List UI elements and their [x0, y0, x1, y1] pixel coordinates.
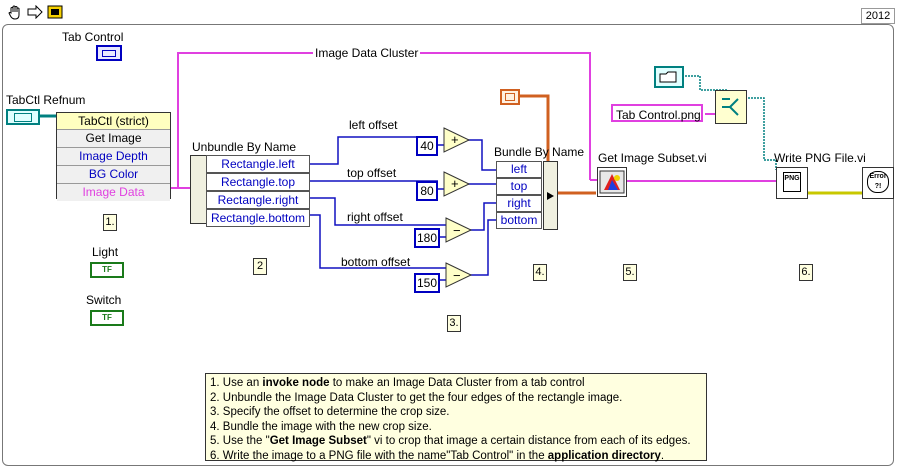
- invoke-row-get-image[interactable]: Get Image: [57, 129, 170, 147]
- invoke-row-bg-color[interactable]: BG Color: [57, 165, 170, 183]
- tabctl-refnum-terminal[interactable]: [6, 109, 40, 125]
- note-line-5: 5. Use the "Get Image Subset" vi to crop…: [210, 434, 702, 449]
- unbundle-row-left[interactable]: Rectangle.left: [206, 155, 310, 173]
- bundle-row-top[interactable]: top: [496, 178, 542, 195]
- invoke-row-image-depth[interactable]: Image Depth: [57, 147, 170, 165]
- left-offset-constant[interactable]: 40: [416, 136, 438, 156]
- bottom-offset-label: bottom offset: [341, 255, 411, 269]
- unbundle-by-name-node[interactable]: Rectangle.left Rectangle.top Rectangle.r…: [206, 155, 310, 227]
- bundle-row-bottom[interactable]: bottom: [496, 212, 542, 229]
- bundle-by-name-node[interactable]: left top right bottom: [496, 161, 542, 229]
- error-icon: Error ?!: [867, 171, 889, 193]
- top-offset-label: top offset: [347, 166, 397, 180]
- app-directory-node[interactable]: [654, 66, 684, 88]
- step-label-3: 3.: [447, 315, 461, 332]
- instructions-note: 1. Use an invoke node to make an Image D…: [205, 373, 707, 464]
- bundle-arrow-icon: [547, 192, 554, 200]
- note-line-4: 4. Bundle the image with the new crop si…: [210, 420, 432, 433]
- right-offset-label: right offset: [347, 210, 403, 224]
- bundle-label: Bundle By Name: [494, 145, 585, 159]
- version-badge: 2012: [861, 8, 895, 24]
- add-left-symbol: +: [451, 132, 459, 147]
- light-terminal[interactable]: TF: [90, 262, 124, 278]
- toolbar: 2012: [0, 0, 897, 24]
- step-label-2: 2: [253, 258, 267, 275]
- note-5-bold: Get Image Subset: [269, 435, 367, 447]
- note-1-b: to make an Image Data Cluster from a tab…: [329, 377, 585, 389]
- hand-icon[interactable]: [6, 3, 24, 21]
- note-5-a: 5. Use the ": [210, 435, 270, 447]
- subtract-right-node[interactable]: −: [445, 216, 473, 244]
- note-line-6: 6. Write the image to a PNG file with th…: [210, 449, 702, 464]
- build-path-icon: [722, 98, 739, 116]
- unbundle-row-right[interactable]: Rectangle.right: [206, 191, 310, 209]
- image-subset-icon: [599, 170, 625, 194]
- note-line-2: 2. Unbundle the Image Data Cluster to ge…: [210, 391, 623, 404]
- note-6-a: 6. Write the image to a PNG file with th…: [210, 449, 548, 462]
- invoke-node[interactable]: TabCtl (strict) Get Image Image Depth BG…: [56, 112, 171, 201]
- add-left-node[interactable]: +: [443, 126, 471, 154]
- tab-icon: [102, 50, 116, 57]
- note-1-a: 1. Use an: [210, 377, 263, 389]
- subtract-bottom-node[interactable]: −: [445, 261, 473, 289]
- cluster-icon: [505, 93, 515, 101]
- bundle-row-left[interactable]: left: [496, 161, 542, 178]
- add-top-node[interactable]: +: [443, 170, 471, 198]
- top-offset-constant[interactable]: 80: [416, 181, 438, 201]
- bottom-offset-constant[interactable]: 150: [414, 273, 440, 293]
- arrow-icon[interactable]: [26, 3, 44, 21]
- png-file-icon: PNG: [783, 172, 801, 192]
- tab-control-label: Tab Control: [62, 30, 124, 44]
- get-image-subset-label: Get Image Subset.vi: [598, 151, 707, 165]
- block-diagram-frame: [2, 24, 894, 466]
- invoke-row-image-data[interactable]: Image Data: [57, 183, 170, 201]
- add-top-symbol: +: [451, 176, 459, 191]
- switch-label: Switch: [86, 293, 122, 307]
- write-png-file-node[interactable]: PNG: [776, 167, 808, 199]
- bundle-row-right[interactable]: right: [496, 195, 542, 212]
- note-5-b: " vi to crop that image a certain distan…: [366, 435, 691, 447]
- simple-error-handler-node[interactable]: Error ?!: [862, 167, 894, 199]
- bundle-output-terminal[interactable]: [543, 161, 558, 230]
- step-label-1: 1.: [103, 214, 117, 231]
- build-path-node[interactable]: [715, 90, 747, 124]
- run-icon[interactable]: [46, 3, 64, 21]
- get-image-subset-node[interactable]: [597, 167, 627, 197]
- step-label-4: 4.: [533, 264, 547, 281]
- step-label-6: 6.: [799, 264, 813, 281]
- note-6-b: .: [660, 449, 665, 462]
- light-label: Light: [92, 245, 119, 259]
- subtract-right-symbol: −: [453, 223, 461, 238]
- path-wire: [748, 97, 777, 170]
- subtract-bottom-symbol: −: [453, 268, 461, 283]
- note-6-bold: application directory: [547, 449, 661, 462]
- invoke-node-header: TabCtl (strict): [57, 113, 170, 129]
- rectangle-constant[interactable]: [500, 89, 520, 105]
- switch-terminal[interactable]: TF: [90, 310, 124, 326]
- unbundle-row-bottom[interactable]: Rectangle.bottom: [206, 209, 310, 227]
- note-line-3: 3. Specify the offset to determine the c…: [210, 406, 450, 418]
- unbundle-row-top[interactable]: Rectangle.top: [206, 173, 310, 191]
- right-offset-constant[interactable]: 180: [414, 228, 440, 248]
- note-line-1: 1. Use an invoke node to make an Image D…: [210, 376, 702, 391]
- unbundle-label: Unbundle By Name: [192, 140, 297, 154]
- image-data-cluster-label: Image Data Cluster: [313, 46, 421, 60]
- refnum-icon: [14, 113, 32, 122]
- tab-control-terminal[interactable]: [96, 45, 122, 61]
- tabctl-refnum-label: TabCtl Refnum: [6, 93, 86, 107]
- note-1-bold: invoke node: [262, 377, 330, 389]
- file-name-constant[interactable]: Tab Control.png: [611, 104, 703, 122]
- write-png-file-label: Write PNG File.vi: [774, 151, 866, 165]
- step-label-5: 5.: [623, 264, 637, 281]
- folder-icon: [659, 71, 677, 83]
- left-offset-label: left offset: [349, 118, 398, 132]
